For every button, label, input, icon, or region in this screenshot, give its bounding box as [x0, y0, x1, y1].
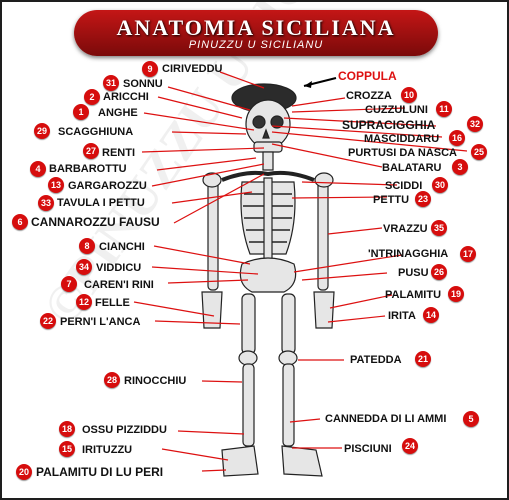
skull: [245, 99, 291, 149]
badge-17: 17: [460, 246, 476, 262]
badge-22: 22: [40, 313, 56, 329]
label-barbarottu: BARBAROTTU: [49, 163, 127, 175]
badge-11: 11: [436, 101, 452, 117]
label-patedda: PATEDDA: [350, 354, 402, 366]
label-cannedda: CANNEDDA DI LI AMMI: [325, 413, 447, 425]
badge-1: 1: [73, 104, 89, 120]
label-viddicu: VIDDICU: [96, 262, 142, 274]
badge-32: 32: [467, 116, 483, 132]
label-caren-rini: CAREN'I RINI: [84, 279, 154, 291]
badge-14: 14: [423, 307, 439, 323]
label-ntrinagghia: 'NTRINAGGHIA: [368, 248, 449, 260]
badge-35: 35: [431, 220, 447, 236]
label-vrazzu: VRAZZU: [383, 223, 428, 235]
label-aricchi: ARICCHI: [103, 91, 149, 103]
left-hand: [201, 291, 223, 329]
left-femur: [241, 293, 256, 355]
badge-10: 10: [401, 87, 417, 103]
badge-5: 5: [463, 411, 479, 427]
badge-13: 13: [48, 177, 64, 193]
badge-21: 21: [415, 351, 431, 367]
label-palamitu: PALAMITU: [385, 289, 442, 301]
right-shin: [282, 363, 295, 447]
right-foot: [281, 445, 323, 477]
label-sonnu: SONNU: [123, 78, 163, 90]
badge-30: 30: [432, 177, 448, 193]
label-ossu-pizziddu: OSSU PIZZIDDU: [82, 424, 167, 436]
label-pern-anca: PERN'I L'ANCA: [60, 316, 141, 328]
label-rinocchiu: RINOCCHIU: [124, 375, 187, 387]
label-irituzzu: IRITUZZU: [82, 444, 133, 456]
badge-26: 26: [431, 264, 447, 280]
label-purtusi: PURTUSI DA NASCA: [348, 147, 457, 159]
label-pisciuni: PISCIUNI: [344, 443, 392, 455]
badge-23: 23: [415, 191, 431, 207]
badge-2: 2: [84, 89, 100, 105]
label-irita: IRITA: [388, 310, 416, 322]
badge-7: 7: [61, 276, 77, 292]
label-pettu: PETTU: [373, 194, 410, 206]
label-tavula: TAVULA I PETTU: [57, 197, 145, 209]
label-felle: FELLE: [95, 297, 130, 309]
badge-20: 20: [16, 464, 32, 480]
label-cannarozzu: CANNAROZZU FAUSU: [31, 215, 160, 229]
right-hand: [313, 291, 335, 329]
badge-27: 27: [83, 143, 99, 159]
badge-15: 15: [59, 441, 75, 457]
left-shin: [242, 363, 255, 447]
label-masciddaru: MASCIDDARU: [364, 133, 440, 145]
badge-12: 12: [76, 294, 92, 310]
title-banner: [74, 10, 438, 56]
page-title: ANATOMIA SICILIANA: [116, 15, 396, 40]
right-femur: [281, 293, 296, 355]
badge-19: 19: [448, 286, 464, 302]
left-foot: [221, 445, 259, 477]
badge-6: 6: [12, 214, 28, 230]
label-cianchi: CIANCHI: [99, 241, 145, 253]
badge-28: 28: [104, 372, 120, 388]
badge-31: 31: [103, 75, 119, 91]
label-crozza: CROZZA: [346, 90, 392, 102]
badge-18: 18: [59, 421, 75, 437]
badge-8: 8: [79, 238, 95, 254]
label-scagghiuna: SCAGGHIUNA: [58, 126, 134, 138]
badge-4: 4: [30, 161, 46, 177]
label-sciddi: SCIDDI: [385, 180, 423, 192]
label-coppula: COPPULA: [338, 69, 397, 83]
badge-25: 25: [471, 144, 487, 160]
badge-33: 33: [38, 195, 54, 211]
page-subtitle: PINUZZU U SICILIANU: [188, 39, 324, 51]
badge-34: 34: [76, 259, 92, 275]
badge-16: 16: [449, 130, 465, 146]
label-gargarozzu: GARGAROZZU: [68, 180, 147, 192]
right-arm: [317, 179, 329, 291]
badge-24: 24: [402, 438, 418, 454]
pelvis: [239, 257, 297, 293]
badge-29: 29: [34, 123, 50, 139]
label-supraciggia: SUPRACIGGHIA: [342, 118, 436, 132]
jaw: [253, 141, 283, 153]
label-ciriveddu: CIRIVEDDU: [162, 63, 223, 75]
label-balataru: BALATARU: [382, 162, 442, 174]
badge-9: 9: [142, 61, 158, 77]
leader-lines: [133, 71, 468, 472]
label-pusu: PUSU: [398, 267, 429, 279]
label-cuzzuluni: CUZZULUNI: [365, 104, 428, 116]
label-palamitu-peri: PALAMITU DI LU PERI: [36, 465, 164, 479]
label-renti: RENTI: [102, 147, 135, 159]
label-anghe: ANGHE: [98, 107, 138, 119]
badge-3: 3: [452, 159, 468, 175]
